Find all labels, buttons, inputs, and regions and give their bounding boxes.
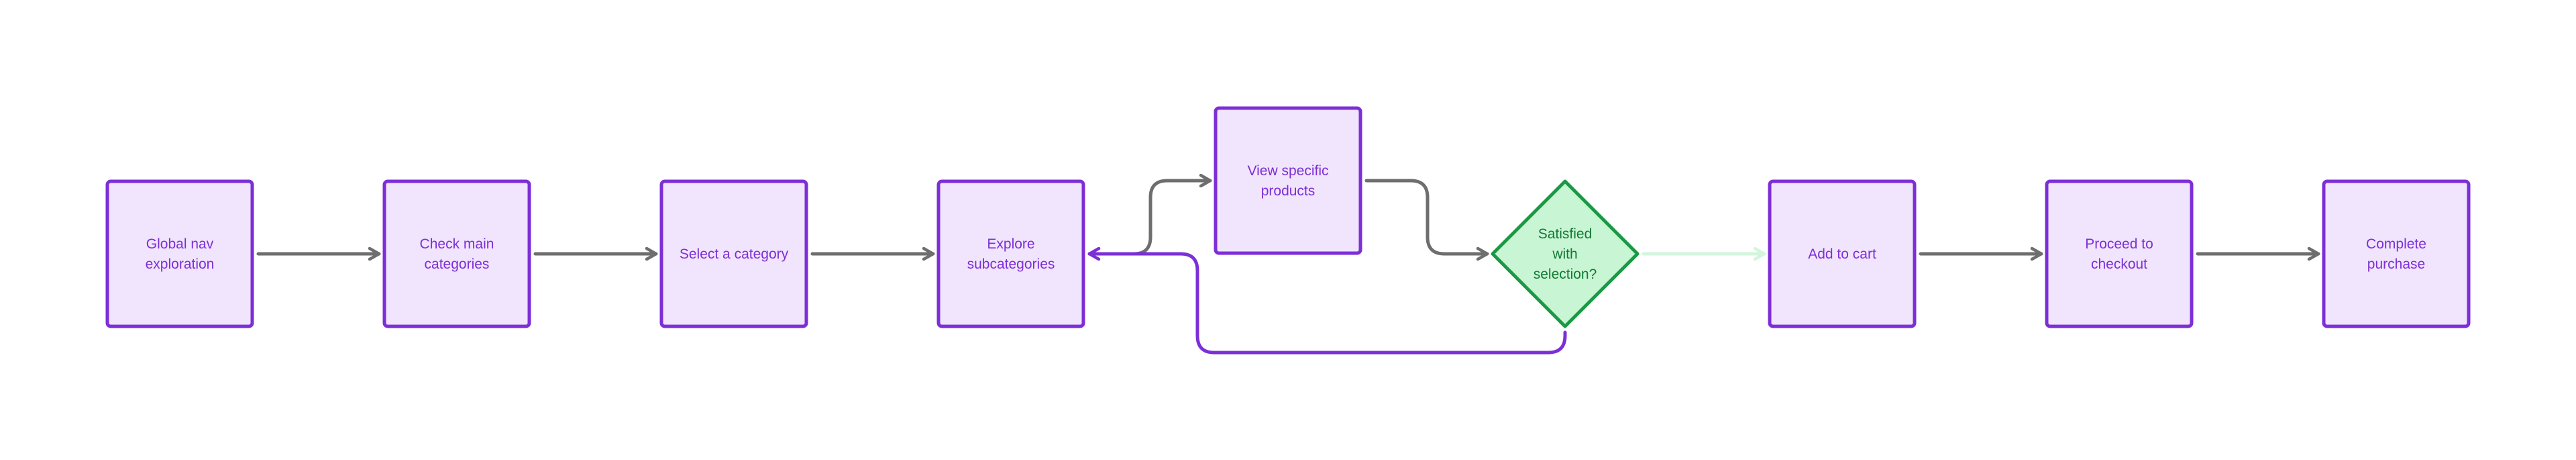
node-view-products[interactable]: View specific products (1214, 106, 1362, 255)
process-box-shape (1768, 179, 1917, 328)
node-label-line: View specific (1248, 163, 1329, 179)
decision-diamond-shape (1491, 179, 1640, 328)
process-box-shape (936, 179, 1085, 328)
node-select-category[interactable]: Select a category (659, 179, 808, 328)
node-label-line: Complete (2366, 236, 2426, 252)
process-box-shape (2045, 179, 2194, 328)
node-label-line: Satisfied (1538, 226, 1593, 242)
nodes-layer: Global nav exploration Check main categorie… (105, 106, 2471, 328)
edge-view-products-to-satisfied (1364, 179, 1489, 254)
edge-explore-sub-to-view-products (1087, 181, 1212, 256)
process-box-shape (2322, 179, 2471, 328)
node-label-line: checkout (2091, 257, 2147, 272)
node-label-line: categories (425, 257, 490, 272)
process-box-shape (659, 179, 808, 328)
node-add-to-cart[interactable]: Add to cart (1768, 179, 1917, 328)
node-label-line: Global nav (146, 236, 214, 252)
node-checkout[interactable]: Proceed to checkout (2045, 179, 2194, 328)
edge-satisfied-to-explore-sub (1087, 254, 1567, 355)
node-label-line: with (1552, 246, 1577, 262)
node-label-line: Proceed to (2085, 236, 2153, 252)
process-box-shape (382, 179, 531, 328)
edges-layer (256, 179, 2320, 355)
process-box-shape (105, 179, 254, 328)
node-label-line: Explore (987, 236, 1034, 252)
node-label-line: Add to cart (1808, 246, 1876, 262)
node-check-main[interactable]: Check main categories (382, 179, 531, 328)
node-satisfied[interactable]: Satisfied with selection? (1491, 179, 1640, 328)
node-label-line: products (1261, 183, 1316, 199)
node-explore-sub[interactable]: Explore subcategories (936, 179, 1085, 328)
process-box-shape (1214, 106, 1362, 255)
node-label-line: purchase (2367, 257, 2425, 272)
node-label-line: Select a category (680, 246, 789, 262)
node-complete[interactable]: Complete purchase (2322, 179, 2471, 328)
node-global-nav[interactable]: Global nav exploration (105, 179, 254, 328)
node-label-line: subcategories (967, 257, 1055, 272)
node-label-line: selection? (1534, 267, 1597, 282)
node-label-line: exploration (146, 257, 215, 272)
node-label-line: Check main (420, 236, 494, 252)
